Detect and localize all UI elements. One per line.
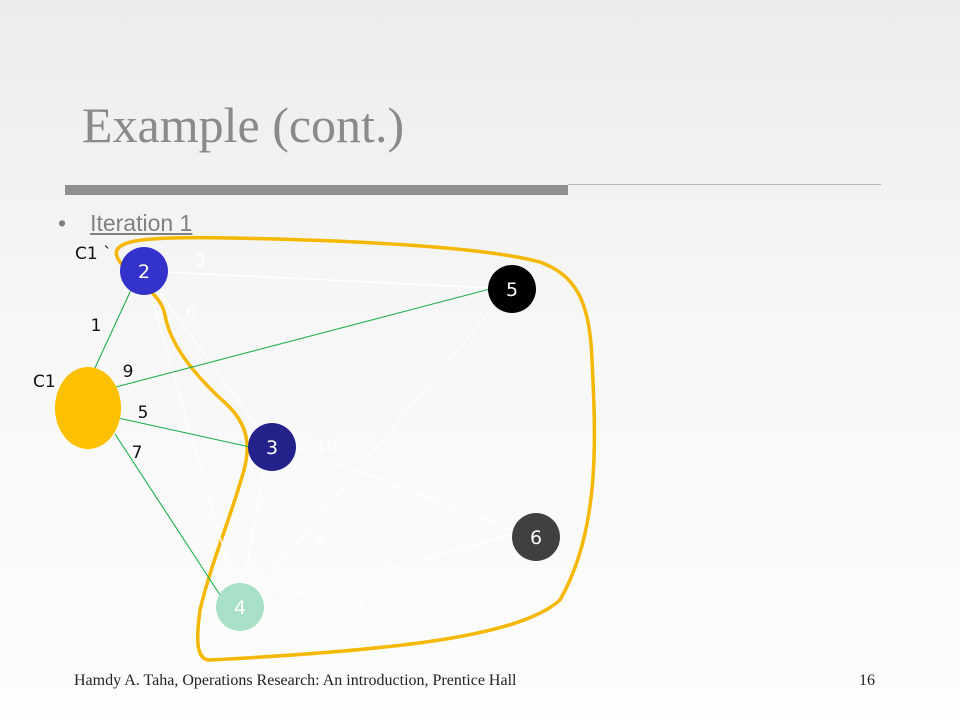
edge-3-6 [293, 446, 515, 531]
node-label-4: 4 [234, 597, 246, 619]
cluster-label-c1: C1 [33, 372, 56, 392]
edge-weight-c1-3: 5 [138, 403, 149, 423]
edge-weight-2-4: 4 [154, 307, 165, 327]
edge-weight-3-6: 10 [315, 437, 337, 457]
node-label-6: 6 [530, 527, 542, 549]
node-label-5: 5 [506, 279, 518, 301]
edge-5-4 [257, 303, 497, 591]
edge-c1-4 [114, 433, 223, 599]
edge-weight-5-4: 8 [315, 531, 326, 551]
node-4 [216, 583, 264, 631]
edge-c1-3 [117, 417, 251, 448]
edge-weight-2-5: 3 [195, 251, 206, 271]
edge-c1-2 [93, 289, 132, 371]
edge-3-4 [243, 467, 265, 584]
edge-weight-c1-2: 1 [91, 316, 102, 336]
cluster-boundary [114, 235, 597, 662]
bullet-text: Iteration 1 [90, 210, 193, 236]
node-label-3: 3 [266, 437, 278, 459]
bullet-dot-icon: • [58, 210, 67, 236]
title-underline-bar [65, 185, 568, 195]
node-2 [120, 247, 168, 295]
edge-weight-3-4: 5 [267, 484, 278, 504]
node-c1 [55, 367, 121, 449]
node-label-2: 2 [138, 261, 150, 283]
page-number: 16 [859, 672, 875, 689]
nodes-layer: 2 5 3 6 4 [55, 247, 560, 631]
edge-weight-2-3: 6 [186, 303, 197, 323]
footer-citation: Hamdy A. Taha, Operations Research: An i… [74, 672, 517, 689]
edge-4-6 [261, 533, 515, 605]
edge-2-4 [143, 270, 241, 608]
edge-weight-4-6: 3 [353, 595, 364, 615]
edge-weight-c1-5: 9 [123, 362, 134, 382]
edge-2-3 [143, 270, 273, 448]
node-5 [488, 265, 536, 313]
edges-layer [93, 270, 515, 608]
node-6 [512, 513, 560, 561]
cluster-label-c1-prime: C1 ` [75, 244, 112, 264]
node-3 [248, 423, 296, 471]
bullet-item: • Iteration 1 [58, 210, 192, 237]
slide-title: Example (cont.) [82, 97, 405, 153]
edge-c1-5 [111, 288, 491, 389]
labels-layer: 3 6 4 1 9 5 7 10 5 8 3 [91, 251, 364, 615]
edge-weight-c1-4: 7 [132, 443, 143, 463]
edge-2-5 [143, 270, 513, 290]
title-underline-thin [568, 184, 881, 185]
